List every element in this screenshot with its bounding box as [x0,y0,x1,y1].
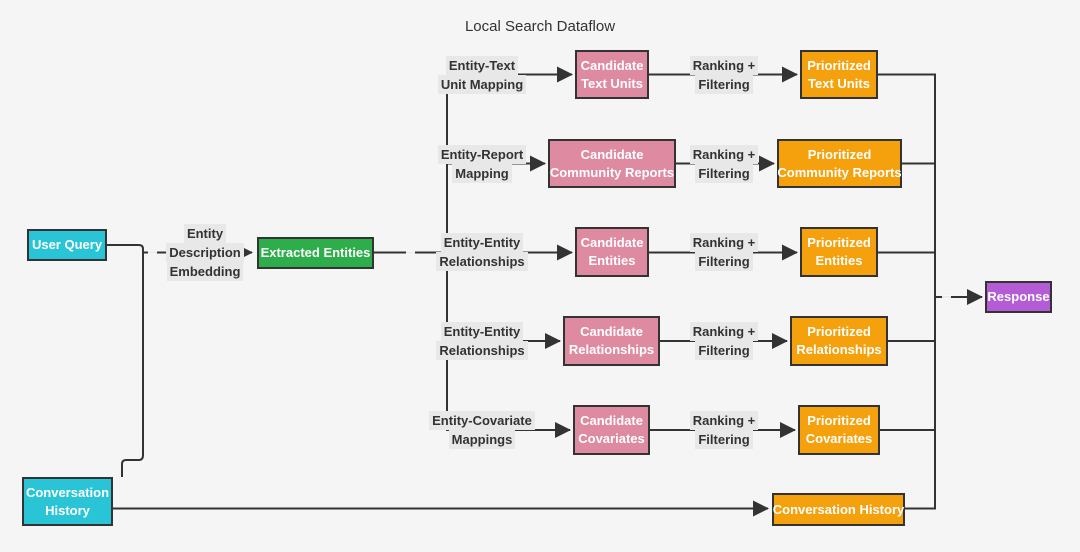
empty-edge-label-dash [406,250,415,255]
node-response: Response [985,281,1052,313]
node-candidate-community-reports: Candidate Community Reports [548,139,676,188]
node-prioritized-relationships: Prioritized Relationships [790,316,888,366]
node-prioritized-covariates: Prioritized Covariates [798,405,880,455]
node-prioritized-entities: Prioritized Entities [800,227,878,277]
edge-label-ranking-3: Ranking + Filtering [674,233,774,271]
diagram-title: Local Search Dataflow [464,18,616,35]
edge-label-mapping-text-units: Entity-Text Unit Mapping [417,56,547,94]
empty-edge-label-dash [942,295,951,299]
edge-label-ranking-4: Ranking + Filtering [674,322,774,360]
node-conversation-history-input: Conversation History [22,477,113,526]
edge-userquery-extracted [106,244,253,261]
node-candidate-relationships: Candidate Relationships [563,316,660,366]
edge-convhistory-junction [121,251,144,477]
node-candidate-text-units: Candidate Text Units [575,50,649,99]
edge-label-ranking-1: Ranking + Filtering [674,56,774,94]
node-candidate-covariates: Candidate Covariates [573,405,650,455]
node-conversation-history-context: Conversation History [772,493,905,526]
node-candidate-entities: Candidate Entities [575,227,649,277]
edge-label-mapping-covariate: Entity-Covariate Mappings [417,411,547,449]
node-extracted-entities: Extracted Entities [257,237,374,269]
edge-label-ranking-5: Ranking + Filtering [674,411,774,449]
edge-label-embedding: Entity Description Embedding [155,224,255,281]
node-user-query: User Query [27,229,107,261]
edge-label-ranking-2: Ranking + Filtering [674,145,774,183]
empty-edge-label-dash [148,250,157,255]
edge-label-mapping-report: Entity-Report Mapping [417,145,547,183]
edge-label-mapping-entity-rel-1: Entity-Entity Relationships [417,233,547,271]
node-prioritized-community-reports: Prioritized Community Reports [777,139,902,188]
edge-label-mapping-entity-rel-2: Entity-Entity Relationships [417,322,547,360]
node-prioritized-text-units: Prioritized Text Units [800,50,878,99]
